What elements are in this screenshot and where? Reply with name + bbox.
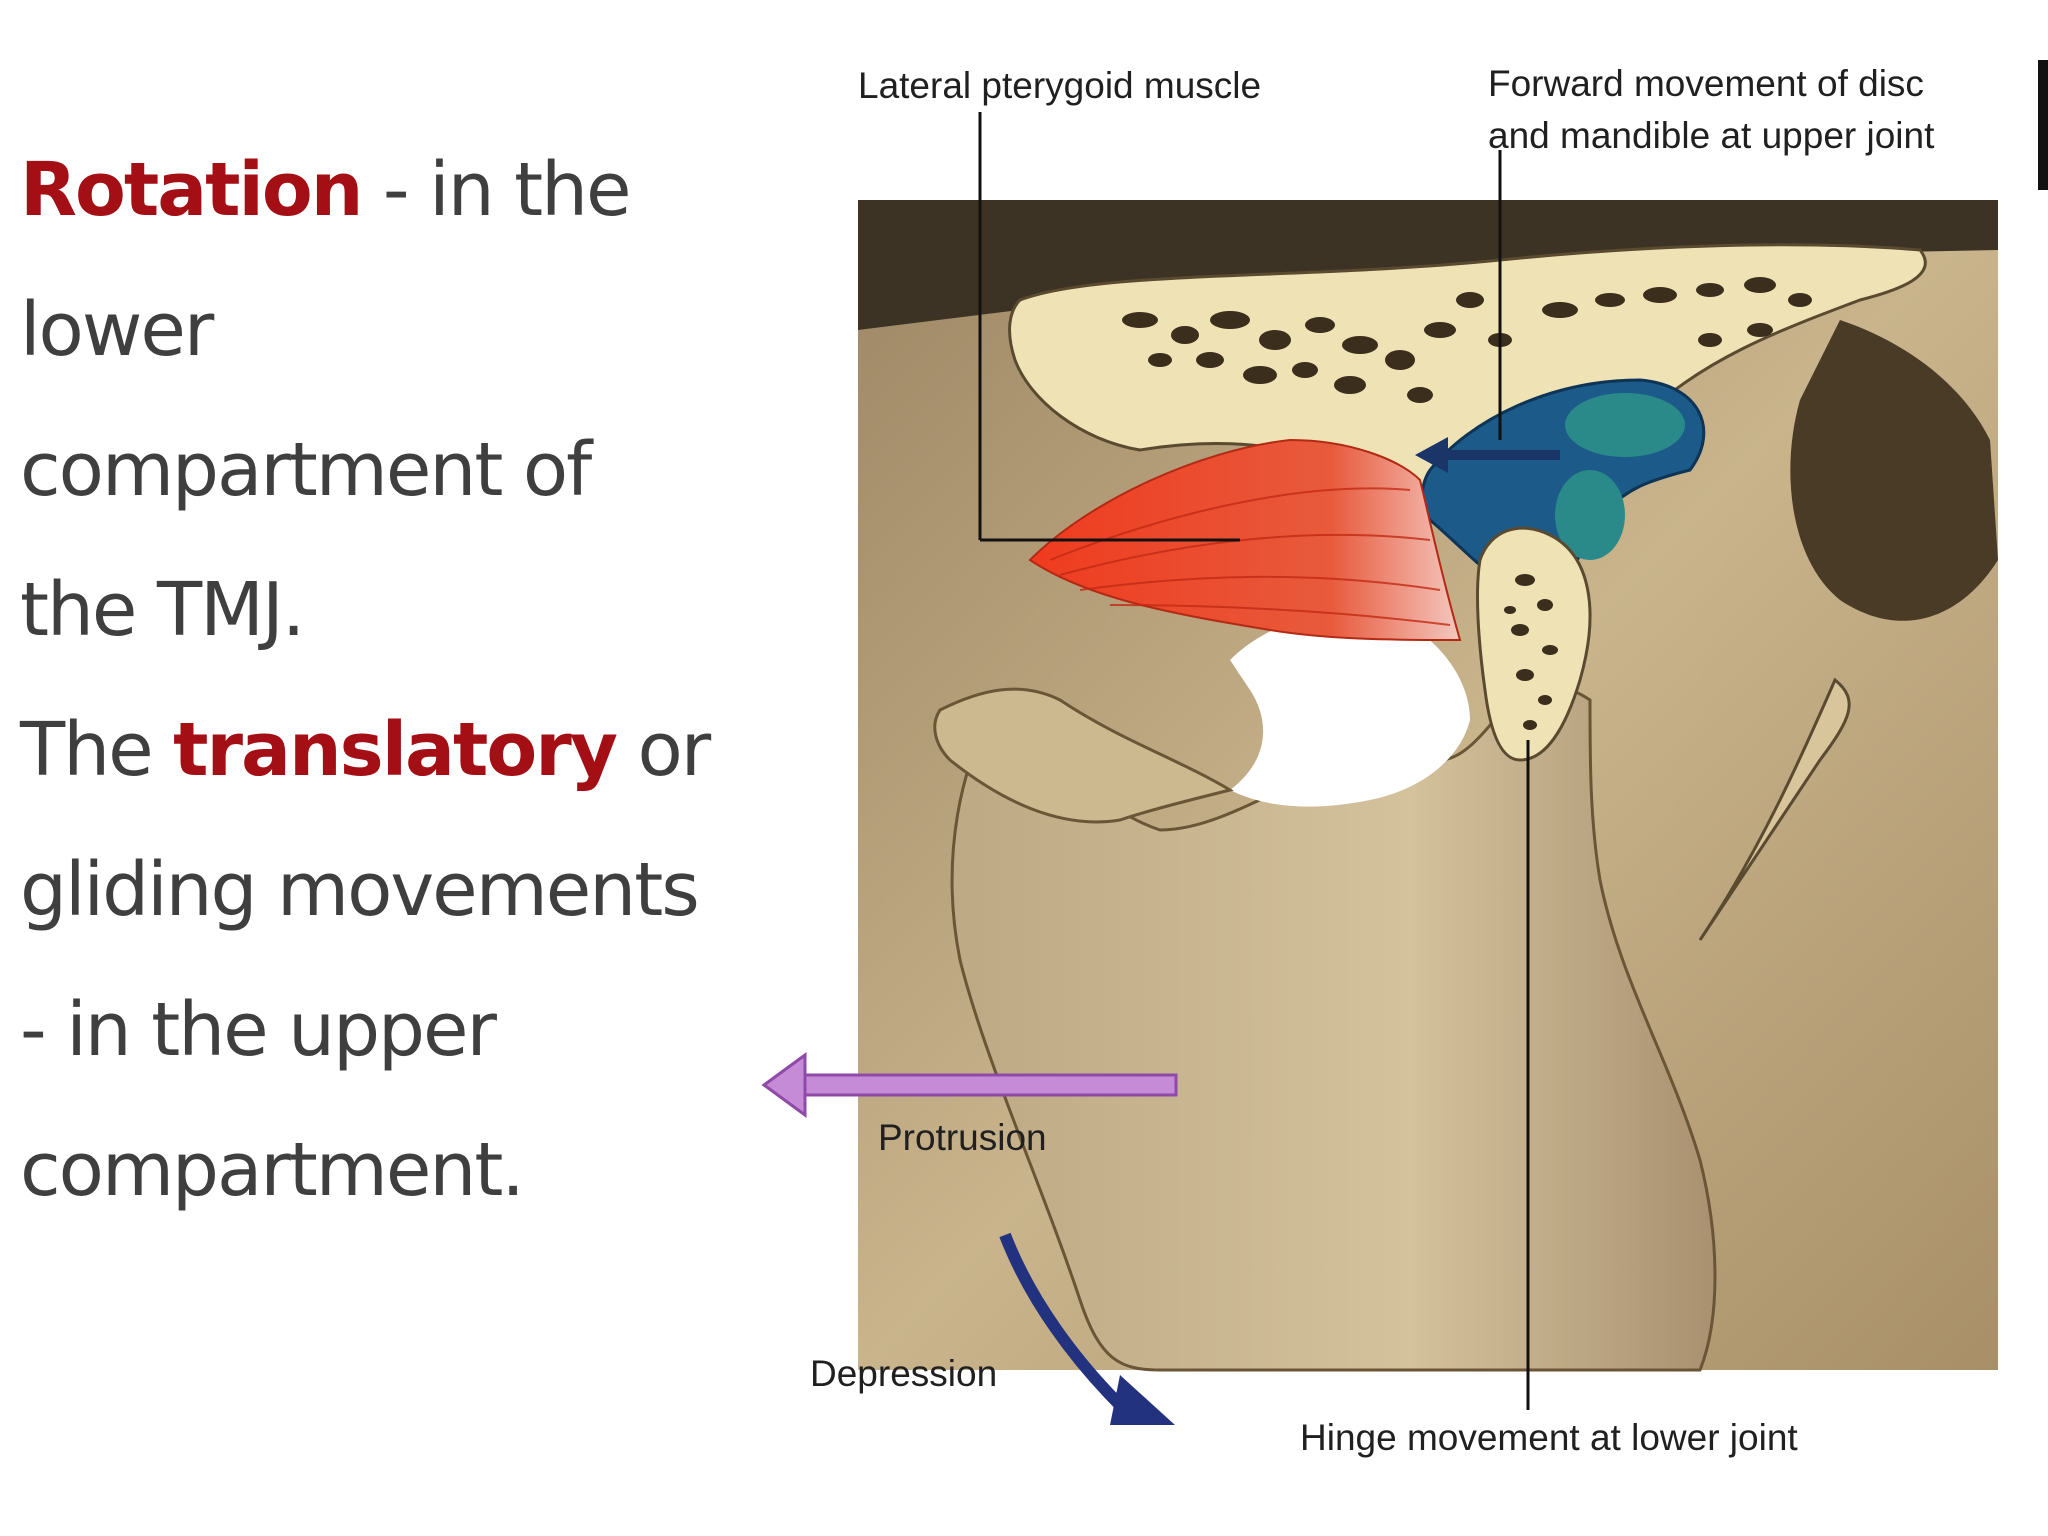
label-hinge-movement: Hinge movement at lower joint	[1300, 1417, 1798, 1458]
label-lateral-pterygoid: Lateral pterygoid muscle	[858, 65, 1262, 106]
protrusion-arrow-shaft	[798, 1073, 1178, 1097]
depression-arrow-head	[1110, 1375, 1175, 1425]
rotation-text-b: lower	[20, 287, 214, 373]
edge-bar	[2038, 60, 2048, 190]
term-rotation: Rotation	[20, 147, 363, 233]
label-depression: Depression	[810, 1353, 998, 1394]
lower-joint-space	[1555, 470, 1625, 560]
label-protrusion: Protrusion	[878, 1117, 1047, 1158]
sigmoid-notch	[1230, 612, 1470, 807]
forward-arrow-head	[1415, 437, 1448, 473]
mandibular-condyle	[1476, 526, 1592, 762]
label-forward-movement: Forward movement of disc and mandible at…	[1488, 58, 1934, 162]
coronoid-process	[933, 687, 1234, 824]
rotation-text-c: compartment of	[20, 427, 592, 513]
translatory-text-b: gliding movements	[20, 847, 700, 933]
translatory-text-a: or	[615, 707, 711, 793]
depression-arrow-shaft	[999, 1232, 1125, 1410]
styloid-process	[1698, 677, 1851, 941]
paragraph-rotation: Rotation - in the lower compartment of t…	[20, 120, 760, 680]
rotation-text-d: the TMJ.	[20, 567, 305, 653]
upper-joint-space	[1565, 393, 1685, 457]
term-translatory: translatory	[173, 707, 618, 793]
trabecular-pattern-condyle	[1504, 574, 1558, 730]
label-forward-line2: and mandible at upper joint	[1488, 115, 1935, 156]
trabecular-pattern-skull	[1122, 277, 1812, 403]
mastoid-region	[1790, 320, 1998, 621]
protrusion-arrow-head	[761, 1052, 807, 1118]
translatory-text-c: - in the upper	[20, 987, 497, 1073]
translatory-text-d: compartment.	[20, 1127, 525, 1213]
slide-text: Rotation - in the lower compartment of t…	[20, 120, 760, 1240]
rotation-text-a: - in the	[361, 147, 632, 233]
paragraph-translatory: The translatory or gliding movements - i…	[20, 680, 760, 1240]
label-forward-line1: Forward movement of disc	[1488, 63, 1924, 104]
translatory-lead: The	[20, 707, 174, 793]
